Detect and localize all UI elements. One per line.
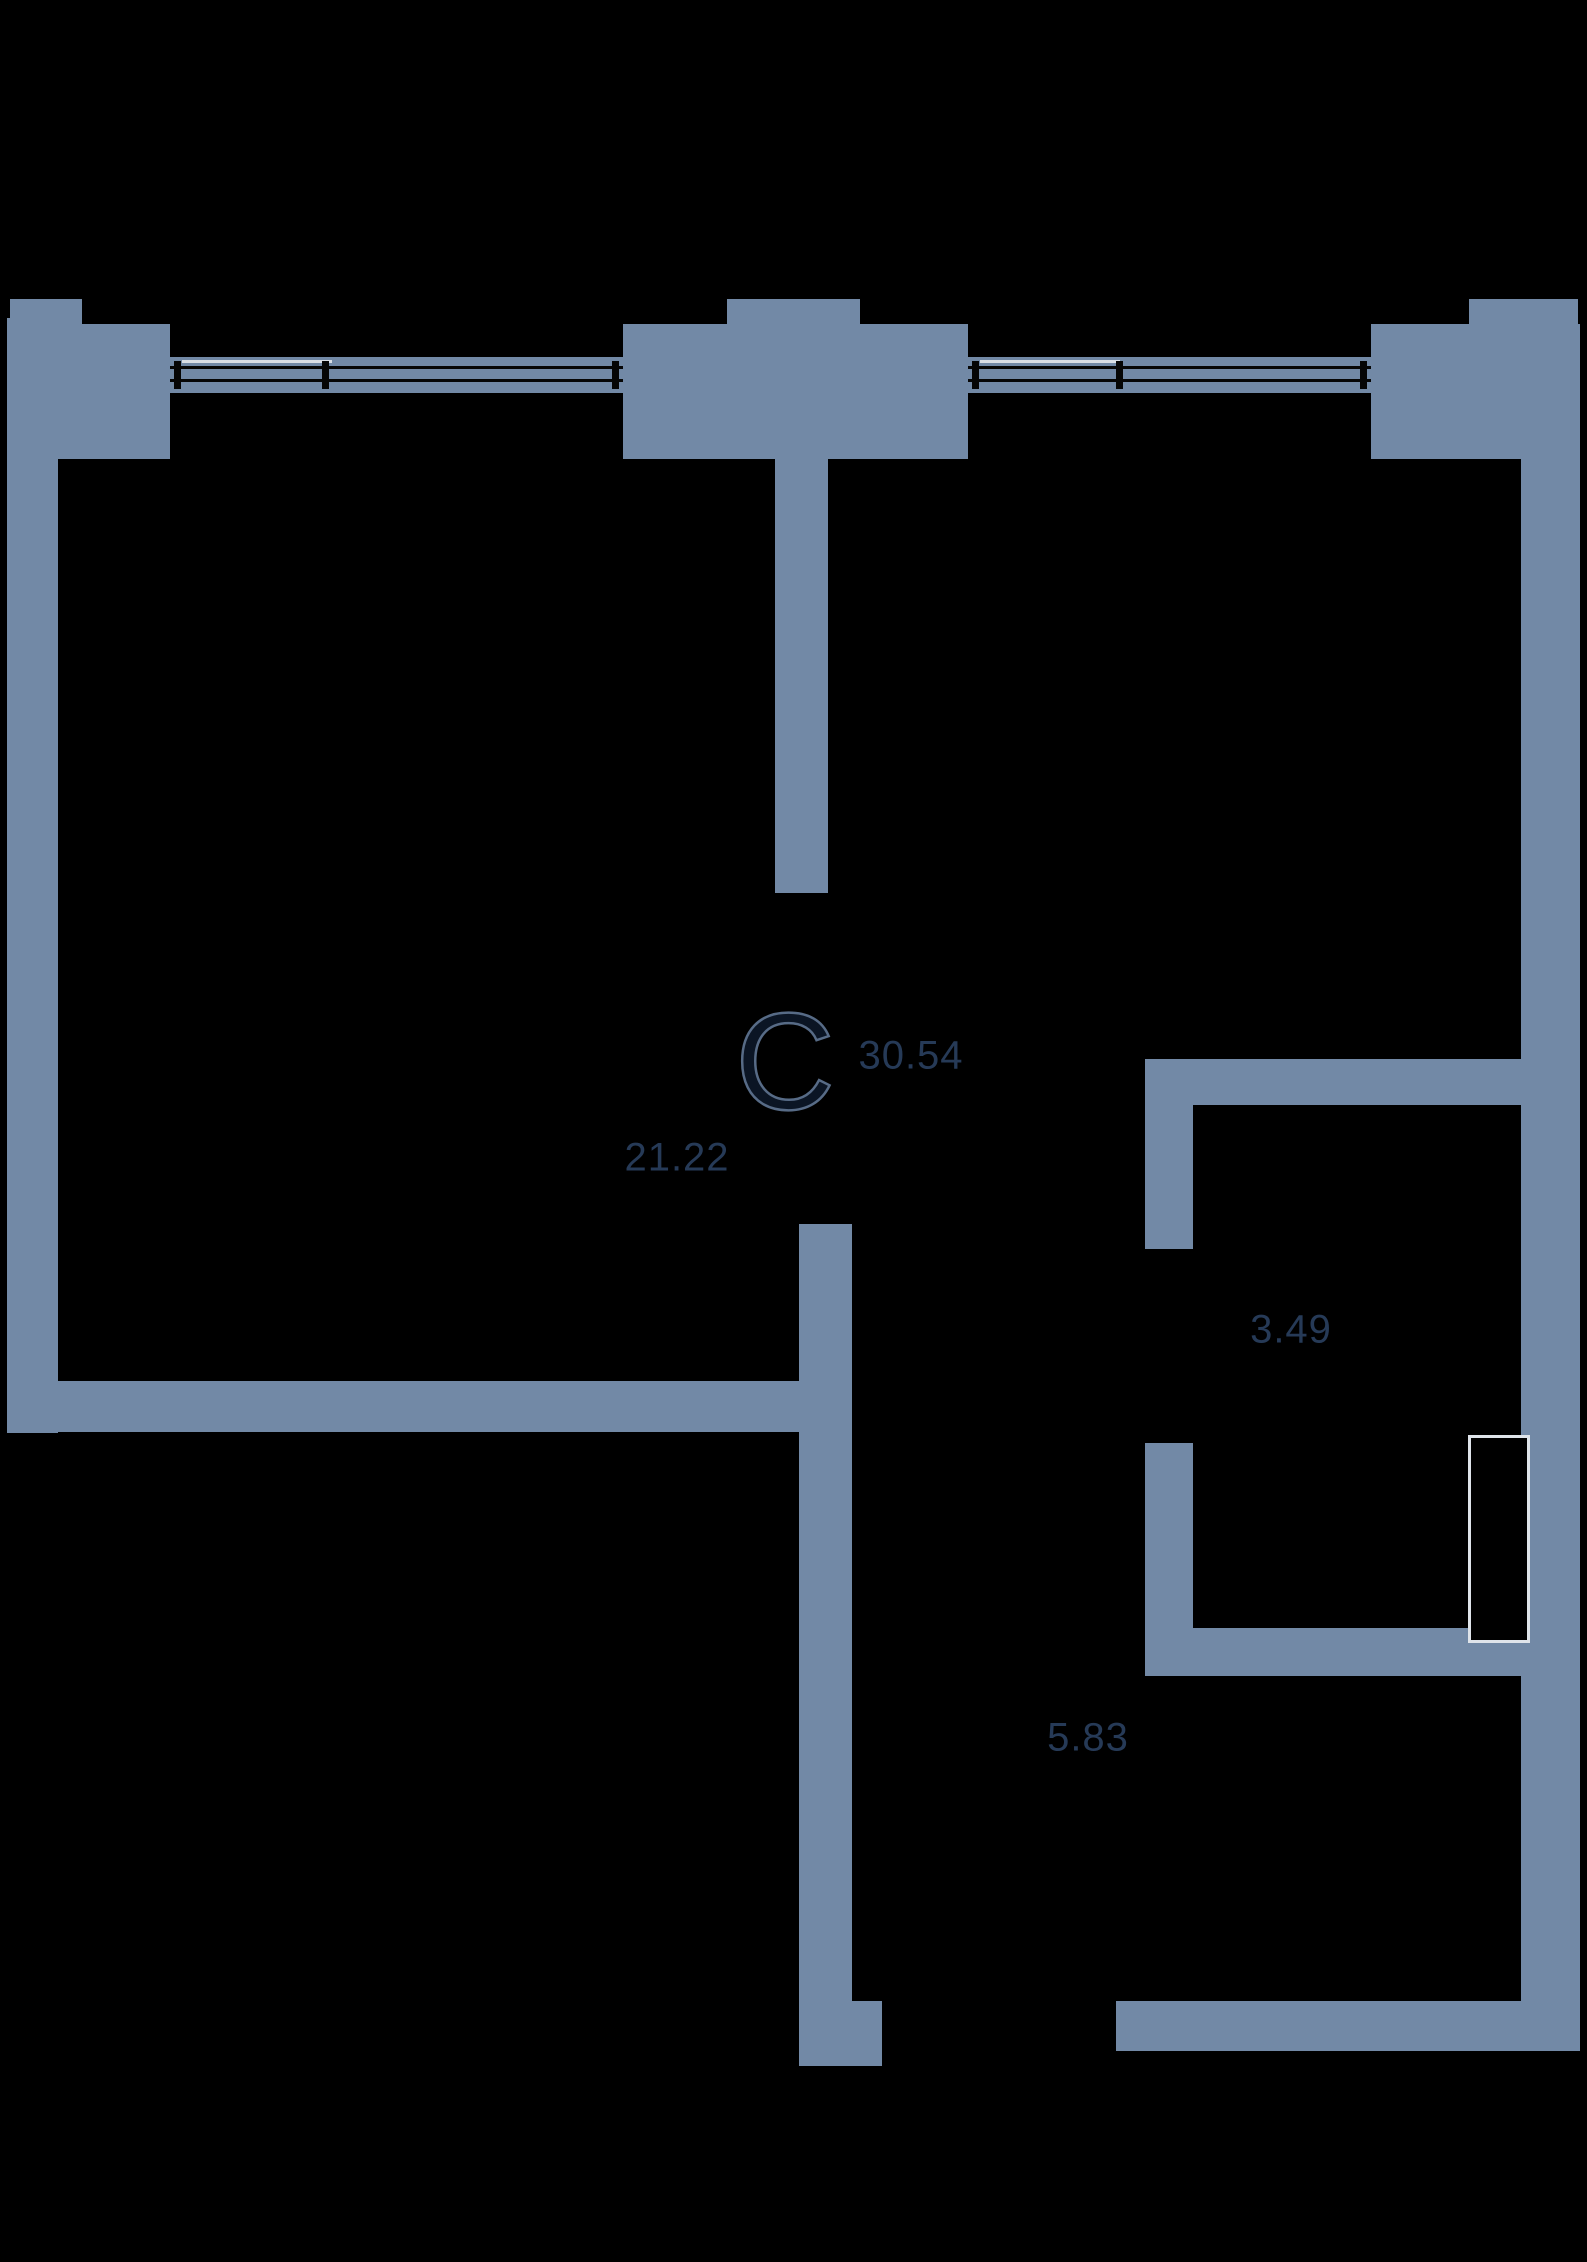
room-area-label-right: 30.54 (858, 1033, 964, 1078)
wall-top-corner-right (1371, 324, 1580, 459)
ventilation-shaft (1468, 1435, 1530, 1643)
wall-right (1521, 324, 1580, 2051)
window-end-tick (174, 361, 181, 389)
window-top-right (968, 357, 1371, 393)
wall-bottom-right (1116, 2001, 1580, 2051)
window-end-tick (972, 361, 979, 389)
wall-center-pillar (727, 299, 860, 459)
room-area-label-bathroom: 3.49 (1250, 1307, 1332, 1352)
window-end-tick (612, 361, 619, 389)
window-sash-line (182, 360, 332, 363)
window-frame-line (170, 379, 623, 382)
window-mullion-tick (1116, 361, 1123, 389)
window-top-left (170, 357, 623, 393)
room-area-label-hallway: 5.83 (1047, 1715, 1129, 1760)
room-area-label-left: 21.22 (624, 1135, 730, 1180)
window-end-tick (1360, 361, 1367, 389)
window-sash-line (980, 360, 1120, 363)
wall-central-upper (775, 459, 828, 893)
window-frame-line (170, 366, 623, 369)
wall-top-right-of-pillar (860, 324, 968, 459)
north-symbol: C (734, 985, 836, 1139)
window-mullion-tick (322, 361, 329, 389)
wall-central-lower (799, 1224, 852, 2066)
window-frame-line (968, 379, 1371, 382)
wall-room-left-bottom (7, 1381, 821, 1432)
wall-left (7, 318, 58, 1433)
wall-bathroom-left-upper (1145, 1059, 1193, 1249)
wall-bathroom-top (1145, 1059, 1524, 1105)
window-frame-line (968, 366, 1371, 369)
wall-top-between-window-and-pillar (623, 324, 727, 459)
wall-central-lower-foot (799, 2001, 882, 2066)
wall-top-corner-left (7, 324, 170, 459)
